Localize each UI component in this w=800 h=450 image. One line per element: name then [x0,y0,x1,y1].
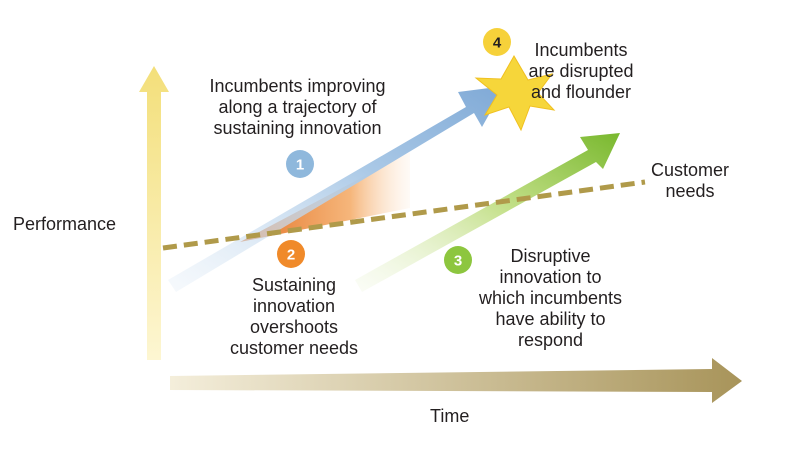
y-axis-arrow [139,66,169,360]
step-badge-3-number: 3 [454,253,462,270]
y-axis-label: Performance [13,214,117,234]
step-2-text: Sustaining innovation overshoots custome… [229,275,359,358]
step-badge-1-number: 1 [296,157,304,174]
customer-needs-line [162,179,646,251]
sustaining-innovation-arrow [168,86,505,292]
step-badge-3 [444,246,472,274]
step-1-text: Incumbents improving along a trajectory … [209,76,386,138]
step-4-text: Incumbents are disrupted and flounder [528,40,634,102]
step-3-text: Disruptive innovation to which incumbent… [478,246,623,350]
step-badge-4 [483,28,511,56]
step-badge-2-number: 2 [287,247,295,264]
step-badge-4-number: 4 [493,35,502,52]
x-axis-arrow [170,358,742,403]
customer-needs-label: Customer needs [650,160,730,201]
disruption-star-icon [474,54,556,132]
step-badge-2 [277,240,305,268]
step-badge-1 [286,150,314,178]
disruptive-innovation-arrow [355,133,620,292]
x-axis-label: Time [430,406,470,426]
